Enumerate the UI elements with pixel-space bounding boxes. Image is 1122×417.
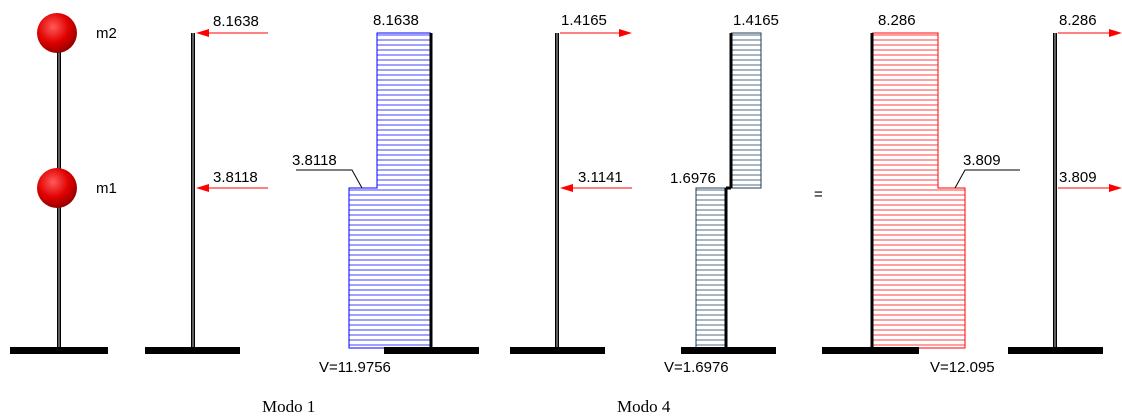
mode4-shear-bottom-label: 1.6976 xyxy=(670,170,716,187)
combined-shear-top-label: 8.286 xyxy=(878,12,916,29)
combined-leader xyxy=(954,169,1020,189)
combined-force-bottom-arrow xyxy=(1109,184,1122,192)
combined-force-top-label: 8.286 xyxy=(1059,12,1097,29)
model-base xyxy=(10,347,108,354)
mode1-leader xyxy=(296,169,363,189)
mode1-force-top-arrow xyxy=(196,29,209,37)
mode1-shear-diagram: 8.1638 3.8118 V=11.9756 xyxy=(292,12,479,376)
mode4-force-top-label: 1.4165 xyxy=(561,12,607,29)
mode4-force-top-arrow xyxy=(619,29,632,37)
combined-force-top-arrow xyxy=(1109,29,1122,37)
mode1-force-bottom-label: 3.8118 xyxy=(213,169,258,186)
mode1-shear-outline xyxy=(348,32,431,349)
combined-forces: 8.286 3.809 xyxy=(1008,12,1122,354)
combined-shear-diagram: 8.286 3.809 V=12.095 xyxy=(822,12,1020,376)
mode1-shear-base xyxy=(384,347,479,354)
mode4-shear-top-label: 1.4165 xyxy=(733,12,779,29)
mode4-base-shear: V=1.6976 xyxy=(664,359,729,376)
mode1-force-top-label: 8.1638 xyxy=(213,13,259,30)
mode4-base xyxy=(510,347,605,354)
combined-shear-outline xyxy=(872,32,966,349)
mass-m1 xyxy=(37,168,77,208)
mode4-forces: 1.4165 3.1141 xyxy=(510,12,632,354)
combined-shear-bottom-label: 3.809 xyxy=(963,152,1001,169)
mode1-shear-hatch xyxy=(349,34,431,346)
mode4-shear-hatch xyxy=(696,34,761,346)
mode1-shear-top-label: 8.1638 xyxy=(373,12,419,29)
mode1-base-shear: V=11.9756 xyxy=(319,359,391,376)
mode1-forces: 8.1638 3.8118 xyxy=(145,13,268,354)
mode1-base xyxy=(145,347,240,354)
label-m2: m2 xyxy=(96,25,117,42)
lumped-mass-model: m2 m1 xyxy=(10,13,117,354)
mode1-shear-bottom-label: 3.8118 xyxy=(292,152,337,169)
combined-base-shear: V=12.095 xyxy=(930,359,995,376)
mode1-force-bottom-arrow xyxy=(196,184,209,192)
mode4-shear-base xyxy=(681,347,776,354)
combined-force-bottom-label: 3.809 xyxy=(1059,169,1097,186)
equals-sign: = xyxy=(814,186,823,203)
mode1-caption: Modo 1 xyxy=(262,397,315,416)
mass-m2 xyxy=(37,13,77,53)
combined-shear-base xyxy=(822,347,919,354)
mode4-force-bottom-arrow xyxy=(560,184,573,192)
combined-base xyxy=(1008,347,1103,354)
mode4-shear-outline-upper xyxy=(731,32,762,189)
mode4-force-bottom-label: 3.1141 xyxy=(578,169,623,186)
mode4-caption: Modo 4 xyxy=(617,397,671,416)
mode4-shear-diagram: 1.4165 1.6976 V=1.6976 xyxy=(664,12,779,376)
label-m1: m1 xyxy=(96,180,117,197)
combined-shear-hatch xyxy=(872,34,965,346)
